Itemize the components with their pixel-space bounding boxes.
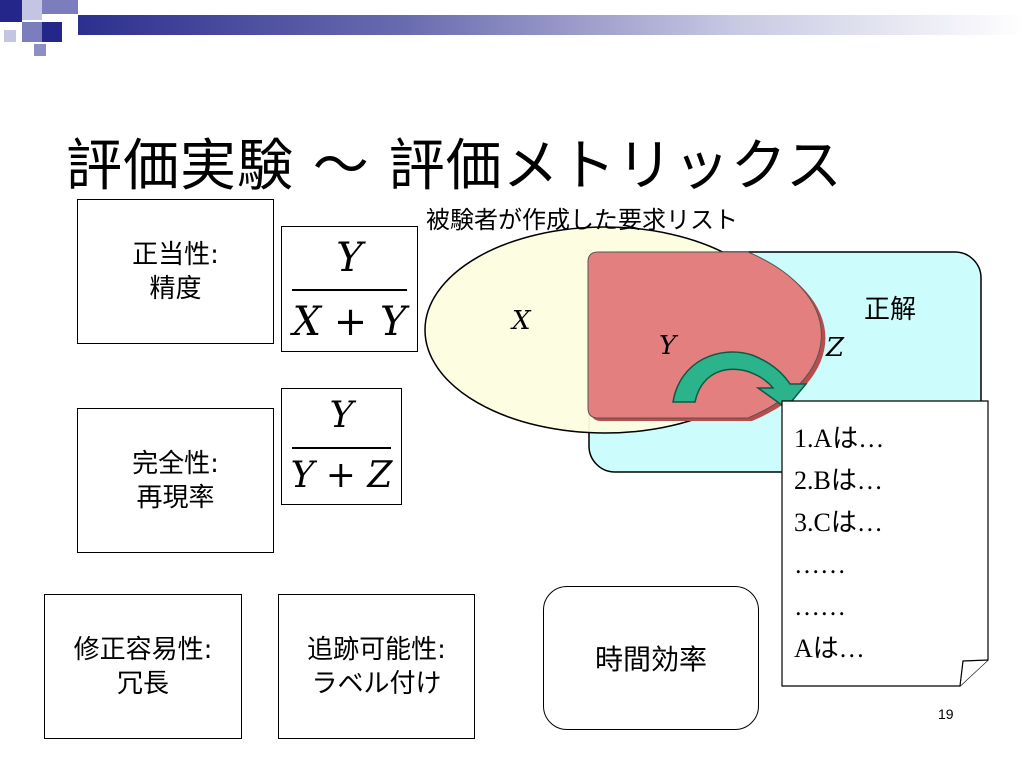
precision-denominator: X + Y [292, 299, 407, 345]
list-item: 3.Cは… [794, 508, 883, 537]
precision-label: 正当性: [132, 239, 219, 270]
time-efficiency-box: 時間効率 [543, 586, 759, 730]
completeness-formula: Y Y + Z [281, 388, 402, 505]
header-square-small2 [34, 44, 46, 56]
list-item: 2.Bは… [794, 466, 883, 495]
fraction-bar [292, 289, 407, 291]
fraction-bar [292, 447, 391, 449]
list-item: 1.Aは… [794, 424, 885, 453]
modifiability-sublabel: 冗長 [116, 668, 169, 699]
curved-arrow-icon [672, 351, 808, 410]
list-item: Aは… [794, 634, 865, 663]
completeness-sublabel: 再現率 [136, 482, 215, 513]
traceability-box: 追跡可能性: ラベル付け [278, 594, 475, 739]
venn-label-z: Z [826, 333, 845, 363]
modifiability-box: 修正容易性: 冗長 [44, 594, 242, 739]
header-square-light [22, 0, 42, 20]
requirement-list-label: 被験者が作成した要求リスト [426, 206, 738, 234]
list-item: …… [794, 550, 846, 579]
precision-sublabel: 精度 [149, 273, 202, 304]
time-efficiency-label: 時間効率 [594, 643, 707, 676]
precision-formula: Y X + Y [281, 226, 418, 352]
header-gradient-band [78, 15, 1024, 35]
header-square-mid2 [22, 22, 42, 42]
completeness-denominator: Y + Z [290, 455, 393, 496]
traceability-label: 追跡可能性: [307, 634, 446, 665]
traceability-sublabel: ラベル付け [311, 668, 442, 699]
completeness-label: 完全性: [132, 448, 219, 479]
venn-label-y: Y [659, 331, 677, 361]
requirement-items-list: 1.Aは… 2.Bは… 3.Cは… …… …… Aは… [794, 418, 884, 670]
completeness-box: 完全性: 再現率 [77, 408, 274, 553]
header-square-dark [0, 0, 22, 22]
header-square-dark2 [42, 22, 62, 42]
header-square-small [4, 30, 16, 42]
completeness-numerator: Y [329, 395, 354, 436]
slide-title: 評価実験 ～ 評価メトリックス [66, 134, 843, 199]
list-item: …… [794, 592, 846, 621]
document-fold [959, 659, 989, 687]
page-number: 19 [938, 706, 954, 722]
precision-box: 正当性: 精度 [77, 199, 274, 344]
correct-answer-label: 正解 [864, 295, 917, 325]
venn-label-x: X [512, 306, 531, 336]
precision-numerator: Y [336, 235, 363, 281]
modifiability-label: 修正容易性: [73, 634, 213, 665]
header-square-mid [42, 0, 78, 14]
